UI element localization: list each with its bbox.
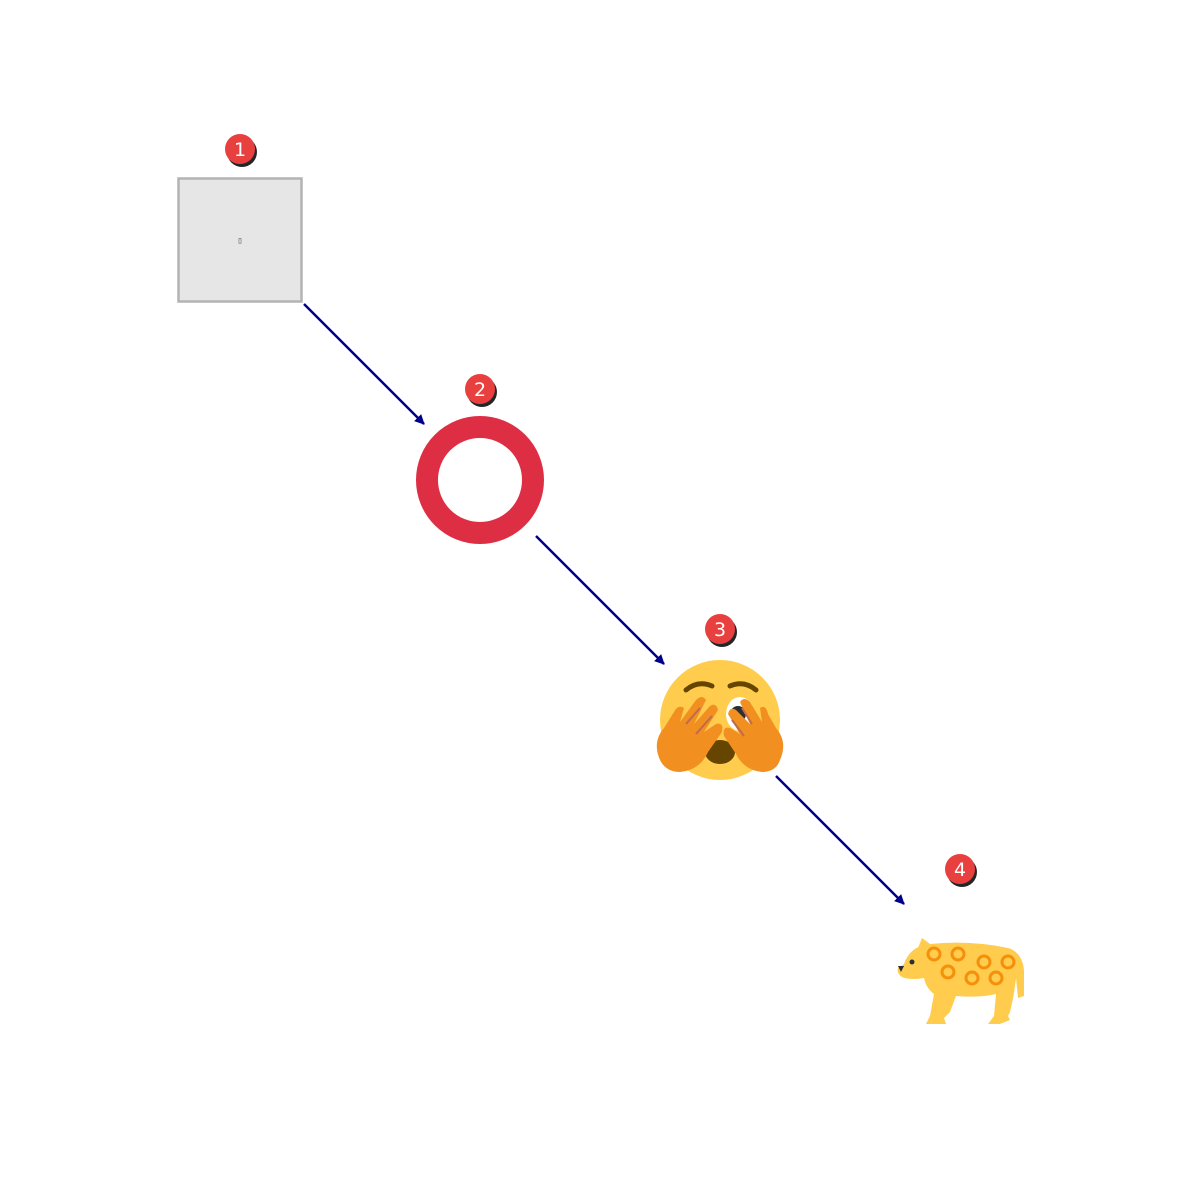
step-3-number: 3 [714, 619, 726, 641]
arrow-3-to-4 [775, 775, 905, 905]
step-3-badge: 3 [705, 614, 737, 647]
step-4-badge: 4 [945, 854, 977, 887]
placeholder-glyph: ▯ [237, 236, 242, 246]
step-2-number: 2 [474, 379, 486, 401]
step-4-node [897, 938, 1024, 1024]
missing-image-placeholder-icon [177, 177, 303, 303]
connector-arrows [303, 303, 905, 905]
step-badges: 1 2 3 4 [225, 134, 977, 887]
face-with-open-eyes-and-hand-over-mouth-peeking-icon [656, 660, 784, 780]
step-1-number: 1 [234, 139, 246, 161]
step-2-node [416, 416, 544, 544]
step-3-node [656, 660, 784, 780]
leopard-icon [897, 938, 1024, 1024]
step-4-number: 4 [954, 859, 966, 881]
step-1-node: ▯ [177, 177, 303, 303]
step-1-badge: 1 [225, 134, 257, 167]
arrow-1-to-2 [303, 303, 425, 425]
arrow-2-to-3 [535, 535, 665, 665]
hollow-red-circle-icon [416, 416, 544, 544]
step-2-badge: 2 [465, 374, 497, 407]
